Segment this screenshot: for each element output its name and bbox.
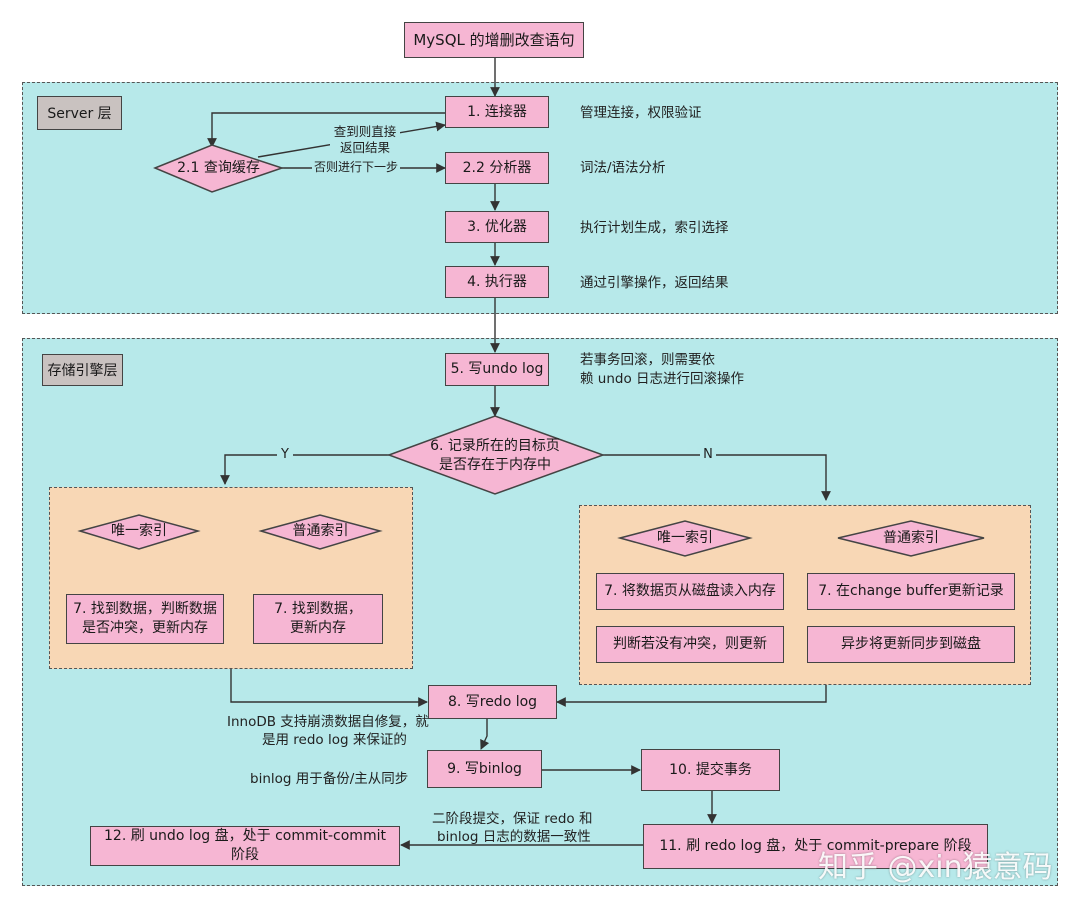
- server-layer-label: Server 层: [37, 96, 122, 130]
- flush-undo-node: 12. 刷 undo log 盘，处于 commit-commit 阶段: [90, 826, 400, 866]
- connector-node: 1. 连接器: [445, 96, 549, 128]
- left-unique-update-line2: 是否冲突，更新内存: [82, 620, 208, 636]
- optimizer-node: 3. 优化器: [445, 211, 549, 243]
- storage-layer-label: 存储引擎层: [42, 354, 123, 386]
- commit-transaction-node: 10. 提交事务: [641, 749, 780, 791]
- undo-log-node: 5. 写undo log: [445, 353, 549, 386]
- edge-check-yes: [220, 454, 389, 485]
- left-unique-index-diamond: [77, 514, 201, 550]
- query-cache-diamond: [153, 144, 285, 193]
- edge-connector-to-cache: [207, 112, 445, 148]
- executor-node: 4. 执行器: [445, 266, 549, 298]
- left-normal-update-line2: 更新内存: [290, 620, 346, 636]
- yes-branch-label: Y: [277, 447, 293, 464]
- cache-hit-label-line2: 返回结果: [330, 140, 400, 157]
- optimizer-note: 执行计划生成，索引选择: [580, 220, 729, 236]
- left-unique-update-node: 7. 找到数据，判断数据 是否冲突，更新内存: [66, 594, 224, 644]
- query-cache-label: 2.1 查询缓存: [177, 159, 260, 176]
- undo-note-line2: 赖 undo 日志进行回滚操作: [580, 371, 745, 387]
- watermark-text: 知乎 @xin猿意码: [818, 850, 1053, 885]
- binlog-node: 9. 写binlog: [427, 750, 542, 788]
- redo-log-node: 8. 写redo log: [428, 685, 557, 719]
- right-read-page-node: 7. 将数据页从磁盘读入内存: [596, 573, 784, 610]
- left-unique-update-line1: 7. 找到数据，判断数据: [73, 601, 217, 618]
- connector-note: 管理连接，权限验证: [580, 105, 702, 121]
- undo-note-line1: 若事务回滚，则需要依: [580, 352, 715, 368]
- cache-miss-label: 否则进行下一步: [312, 160, 400, 176]
- left-normal-update-line1: 7. 找到数据，: [274, 601, 362, 618]
- right-change-buffer-node: 7. 在change buffer更新记录: [807, 573, 1015, 610]
- two-phase-note-line2: binlog 日志的数据一致性: [437, 829, 591, 845]
- right-normal-index-label: 普通索引: [883, 529, 939, 546]
- two-phase-note-line1: 二阶段提交，保证 redo 和: [432, 811, 593, 827]
- analyzer-node: 2.2 分析器: [445, 152, 549, 184]
- left-normal-update-node: 7. 找到数据， 更新内存: [253, 594, 383, 644]
- no-branch-label: N: [700, 447, 716, 464]
- left-normal-index-label: 普通索引: [292, 522, 349, 539]
- executor-note: 通过引擎操作，返回结果: [580, 275, 729, 291]
- mysql-statement-title: MySQL 的增删改查语句: [404, 22, 584, 58]
- page-check-line1: 6. 记录所在的目标页: [430, 437, 560, 454]
- left-normal-index-diamond: [258, 514, 383, 550]
- binlog-note: binlog 用于备份/主从同步: [250, 771, 409, 787]
- page-check-diamond: [386, 415, 606, 495]
- page-check-line2: 是否存在于内存中: [439, 456, 551, 473]
- right-unique-index-diamond: [617, 520, 753, 557]
- redo-note-line2: 是用 redo log 来保证的: [262, 732, 407, 748]
- right-async-sync-node: 异步将更新同步到磁盘: [807, 626, 1015, 663]
- edge-check-no: [603, 454, 831, 501]
- cache-hit-label-line1: 查到则直接: [330, 124, 400, 141]
- redo-note-line1: InnoDB 支持崩溃数据自修复，就: [227, 714, 429, 730]
- right-unique-index-label: 唯一索引: [657, 529, 713, 546]
- left-unique-index-label: 唯一索引: [111, 522, 167, 539]
- right-normal-index-diamond: [837, 520, 985, 557]
- edge-redo-to-binlog: [480, 718, 490, 750]
- edge-right-to-redo: [556, 685, 827, 707]
- edge-left-to-redo: [230, 669, 428, 707]
- analyzer-note: 词法/语法分析: [580, 160, 666, 176]
- redo-prepare-node: 11. 刷 redo log 盘，处于 commit-prepare 阶段: [643, 824, 988, 869]
- right-check-conflict-node: 判断若没有冲突，则更新: [596, 626, 784, 663]
